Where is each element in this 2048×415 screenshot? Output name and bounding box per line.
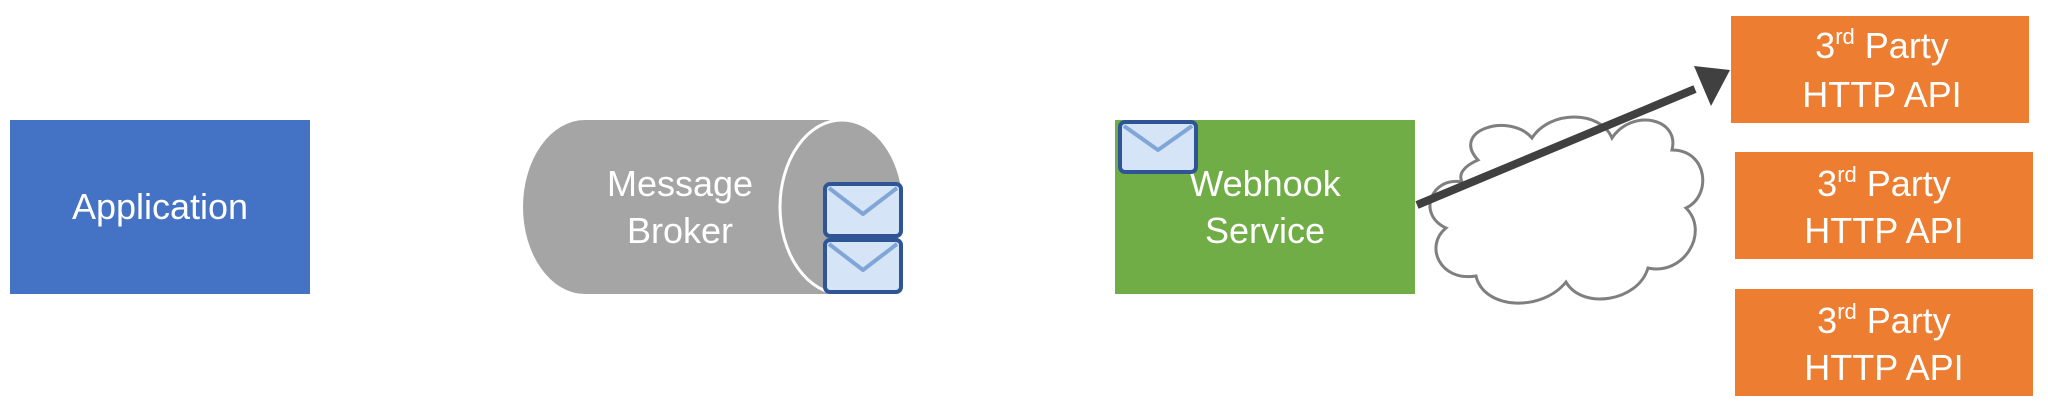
third-party-api-2: 3rd Party HTTP API <box>1735 152 2033 259</box>
application-node: Application <box>10 120 310 294</box>
envelope-icon <box>823 238 903 294</box>
third-party-api-3: 3rd Party HTTP API <box>1735 289 2033 396</box>
third-party-2-line2: HTTP API <box>1804 210 1963 251</box>
arrow-icon <box>1415 66 1730 209</box>
envelope-icon <box>1118 120 1198 174</box>
third-party-2-line1: 3rd Party <box>1817 162 1951 204</box>
third-party-1-line1: 3rd Party <box>1815 24 1949 66</box>
third-party-api-1: 3rd Party HTTP API <box>1731 16 2029 123</box>
application-box <box>10 120 310 294</box>
webhook-label-line1: Webhook <box>1189 163 1341 204</box>
cloud-icon <box>1428 115 1705 305</box>
third-party-3-line2: HTTP API <box>1804 347 1963 388</box>
webhook-service-node: Webhook Service <box>1115 120 1415 294</box>
third-party-1-line2: HTTP API <box>1802 74 1961 115</box>
webhook-label-line2: Service <box>1205 210 1325 251</box>
third-party-3-line1: 3rd Party <box>1817 299 1951 341</box>
broker-label-line1: Message <box>607 163 753 204</box>
broker-label-line2: Broker <box>627 210 733 251</box>
message-broker-node: Message Broker <box>523 118 906 296</box>
application-label: Application <box>72 186 248 227</box>
envelope-icon <box>823 182 903 238</box>
